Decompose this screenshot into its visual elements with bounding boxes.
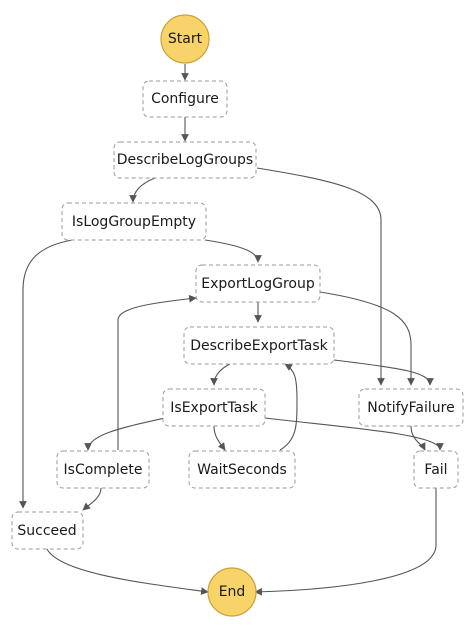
edge-succeed-to-end — [46, 548, 209, 595]
edge-is-export-task-to-is-complete — [84, 417, 166, 451]
state-notify-failure-label: NotifyFailure — [367, 400, 454, 416]
state-describe-log-groups: DescribeLogGroups — [113, 141, 257, 179]
edge-is-complete-to-succeed — [82, 487, 102, 511]
state-succeed: Succeed — [11, 511, 84, 550]
terminal-end: End — [207, 567, 257, 617]
state-describe-log-groups-label: DescribeLogGroups — [117, 152, 253, 168]
edge-describe-log-groups-to-is-log-group-empty — [129, 177, 156, 203]
state-is-export-task: IsExportTask — [162, 388, 266, 427]
edge-is-log-group-empty-to-succeed — [19, 239, 73, 509]
state-export-log-group-label: ExportLogGroup — [201, 276, 315, 292]
state-describe-export-task-label: DescribeExportTask — [190, 338, 328, 354]
terminal-start-circle — [160, 14, 210, 64]
edge-is-complete-to-export-log-group — [117, 294, 197, 450]
state-configure-label: Configure — [151, 91, 219, 107]
edge-fail-to-end — [254, 488, 437, 596]
state-is-complete-label: IsComplete — [64, 462, 143, 478]
state-is-log-group-empty: IsLogGroupEmpty — [61, 202, 207, 241]
state-notify-failure: NotifyFailure — [358, 388, 464, 427]
state-wait-seconds-label: WaitSeconds — [197, 462, 287, 478]
state-is-export-task-label: IsExportTask — [170, 400, 258, 416]
terminal-start-label: Start — [168, 31, 203, 47]
edge-describe-export-task-to-is-export-task — [210, 363, 231, 386]
state-describe-export-task: DescribeExportTask — [183, 326, 335, 365]
terminal-end-label: End — [219, 584, 246, 600]
state-is-complete: IsComplete — [56, 450, 150, 489]
edge-is-export-task-to-fail — [264, 417, 444, 451]
edges — [19, 64, 444, 596]
edge-notify-failure-to-fail — [410, 425, 426, 451]
state-export-log-group: ExportLogGroup — [195, 264, 321, 303]
state-configure: Configure — [142, 80, 228, 118]
state-wait-seconds: WaitSeconds — [188, 450, 296, 489]
state-is-log-group-empty-label: IsLogGroupEmpty — [72, 214, 196, 230]
edge-export-log-group-to-notify-failure — [319, 291, 415, 386]
edge-describe-log-groups-to-notify-failure — [256, 167, 385, 386]
terminal-start: Start — [160, 14, 210, 64]
edge-is-log-group-empty-to-export-log-group — [204, 239, 262, 263]
state-fail: Fail — [413, 450, 459, 489]
state-succeed-label: Succeed — [17, 523, 76, 539]
terminal-end-circle — [207, 567, 257, 617]
edge-wait-seconds-to-describe-export-task — [279, 363, 298, 451]
edge-describe-export-task-to-notify-failure — [333, 359, 434, 386]
state-fail-label: Fail — [424, 462, 447, 478]
edge-is-export-task-to-wait-seconds — [213, 425, 226, 451]
